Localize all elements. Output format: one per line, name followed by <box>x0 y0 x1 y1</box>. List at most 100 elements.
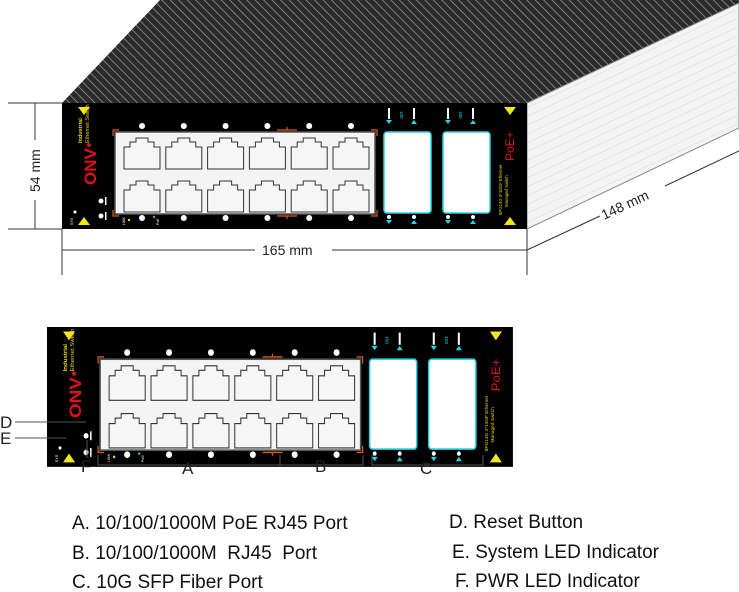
poe-rj45-port[interactable] <box>192 365 230 401</box>
sfp-led-bar <box>413 108 415 119</box>
callout-b: B <box>315 457 326 476</box>
rj45-port[interactable] <box>318 413 356 449</box>
poe-rj45-port[interactable] <box>165 137 203 170</box>
pwr-marker <box>90 447 92 457</box>
rj45-port[interactable] <box>318 365 356 401</box>
poe-rj45-port[interactable] <box>108 413 146 449</box>
arrow-up-icon <box>411 220 417 224</box>
poe-plus-badge: PoE+ <box>503 131 517 161</box>
width-label: 165 mm <box>262 242 313 258</box>
model-text-2: Managed Switch <box>490 407 495 443</box>
arrow-down-icon <box>371 456 378 462</box>
port-group-bracket <box>356 356 364 364</box>
port-led <box>333 451 340 458</box>
brand-mark <box>87 143 91 147</box>
poe-rj45-port[interactable] <box>248 137 286 170</box>
port-led <box>264 123 271 129</box>
sfp-led <box>471 215 475 219</box>
arrow-down-icon <box>430 345 437 351</box>
poe-rj45-port[interactable] <box>192 413 230 449</box>
sfp-fiber-port[interactable] <box>442 131 491 214</box>
poe-rj45-port[interactable] <box>108 365 146 401</box>
sfp-fiber-port[interactable] <box>383 131 432 214</box>
model-text-2: Managed Switch <box>504 175 509 207</box>
poe-rj45-port[interactable] <box>123 137 161 170</box>
port-led <box>166 451 173 458</box>
port-led <box>180 215 187 221</box>
rj45-port[interactable] <box>276 413 314 449</box>
poe-rj45-port[interactable] <box>150 365 188 401</box>
sfp-led-bar <box>447 108 449 119</box>
poe-rj45-port[interactable] <box>207 137 245 170</box>
corner-triangle-icon <box>63 453 76 463</box>
arrow-down-icon <box>386 220 392 224</box>
model-text-1: 8PG14G 4*10GF Ethernet <box>484 395 489 451</box>
poe-led <box>137 452 141 455</box>
pwr-led <box>98 213 104 219</box>
rj45-port[interactable] <box>332 137 370 170</box>
arrow-down-icon <box>371 345 378 351</box>
corner-triangle-icon <box>504 107 516 115</box>
rj45-port[interactable] <box>290 137 328 170</box>
port-group-bracket <box>97 445 105 454</box>
callout-d: D <box>0 413 12 432</box>
width-dimension <box>61 229 528 275</box>
rj45-port[interactable] <box>332 180 370 213</box>
group-divider <box>277 215 297 219</box>
legend-a: A. 10/100/1000M PoE RJ45 Port <box>72 513 348 534</box>
port-led <box>180 123 187 129</box>
poe-rj45-port[interactable] <box>165 180 203 213</box>
arrow-up-icon <box>396 456 403 462</box>
port-led <box>222 215 229 221</box>
port-group-bracket <box>356 445 364 454</box>
sfp-led-bar <box>373 332 376 345</box>
depth-dimension <box>526 150 739 251</box>
sfp-speed-label: 100 <box>458 111 463 119</box>
depth-label: 148 mm <box>599 187 652 223</box>
sfp-led <box>397 451 402 456</box>
rj45-port[interactable] <box>276 365 314 401</box>
poe-rj45-port[interactable] <box>207 180 245 213</box>
poe-rj45-port[interactable] <box>234 413 272 449</box>
port-led <box>306 123 313 129</box>
brand-mark <box>72 371 77 376</box>
arrow-down-icon <box>445 120 451 124</box>
corner-triangle-icon <box>489 331 502 341</box>
brand-logo: ONV <box>66 377 85 418</box>
port-led <box>207 349 214 356</box>
poe-label: PoE <box>156 218 160 225</box>
panel-subtitle-1: Industrial <box>78 118 84 143</box>
callout-c: C <box>420 459 432 478</box>
callout-e: E <box>0 429 11 448</box>
reset-marker <box>105 197 107 205</box>
port-led <box>139 123 145 129</box>
arrow-up-icon <box>411 120 417 124</box>
arrow-down-icon <box>430 456 437 462</box>
corner-triangle-icon <box>489 453 502 463</box>
sfp-fiber-port[interactable] <box>428 358 477 450</box>
poe-rj45-port[interactable] <box>234 365 272 401</box>
group-divider <box>262 353 283 358</box>
corner-triangle-icon <box>78 217 90 225</box>
link-label: LINK <box>107 453 111 462</box>
port-led <box>207 451 214 458</box>
arrow-up-icon <box>455 456 462 462</box>
rj45-port[interactable] <box>290 180 328 213</box>
poe-rj45-port[interactable] <box>248 180 286 213</box>
corner-triangle-icon <box>504 217 516 225</box>
panel-subtitle-1: Industrial <box>63 344 69 372</box>
port-led <box>348 215 354 221</box>
corner-triangle-icon <box>78 107 90 115</box>
poe-rj45-port[interactable] <box>123 180 161 213</box>
sys-label: SYS <box>55 454 59 462</box>
port-led <box>348 123 354 129</box>
legend-e: E. System LED Indicator <box>452 542 660 563</box>
port-group-bracket <box>112 129 119 136</box>
poe-rj45-port[interactable] <box>150 413 188 449</box>
sfp-fiber-port[interactable] <box>368 358 418 450</box>
top-face <box>62 0 739 103</box>
brand-logo: ONV <box>81 148 100 186</box>
